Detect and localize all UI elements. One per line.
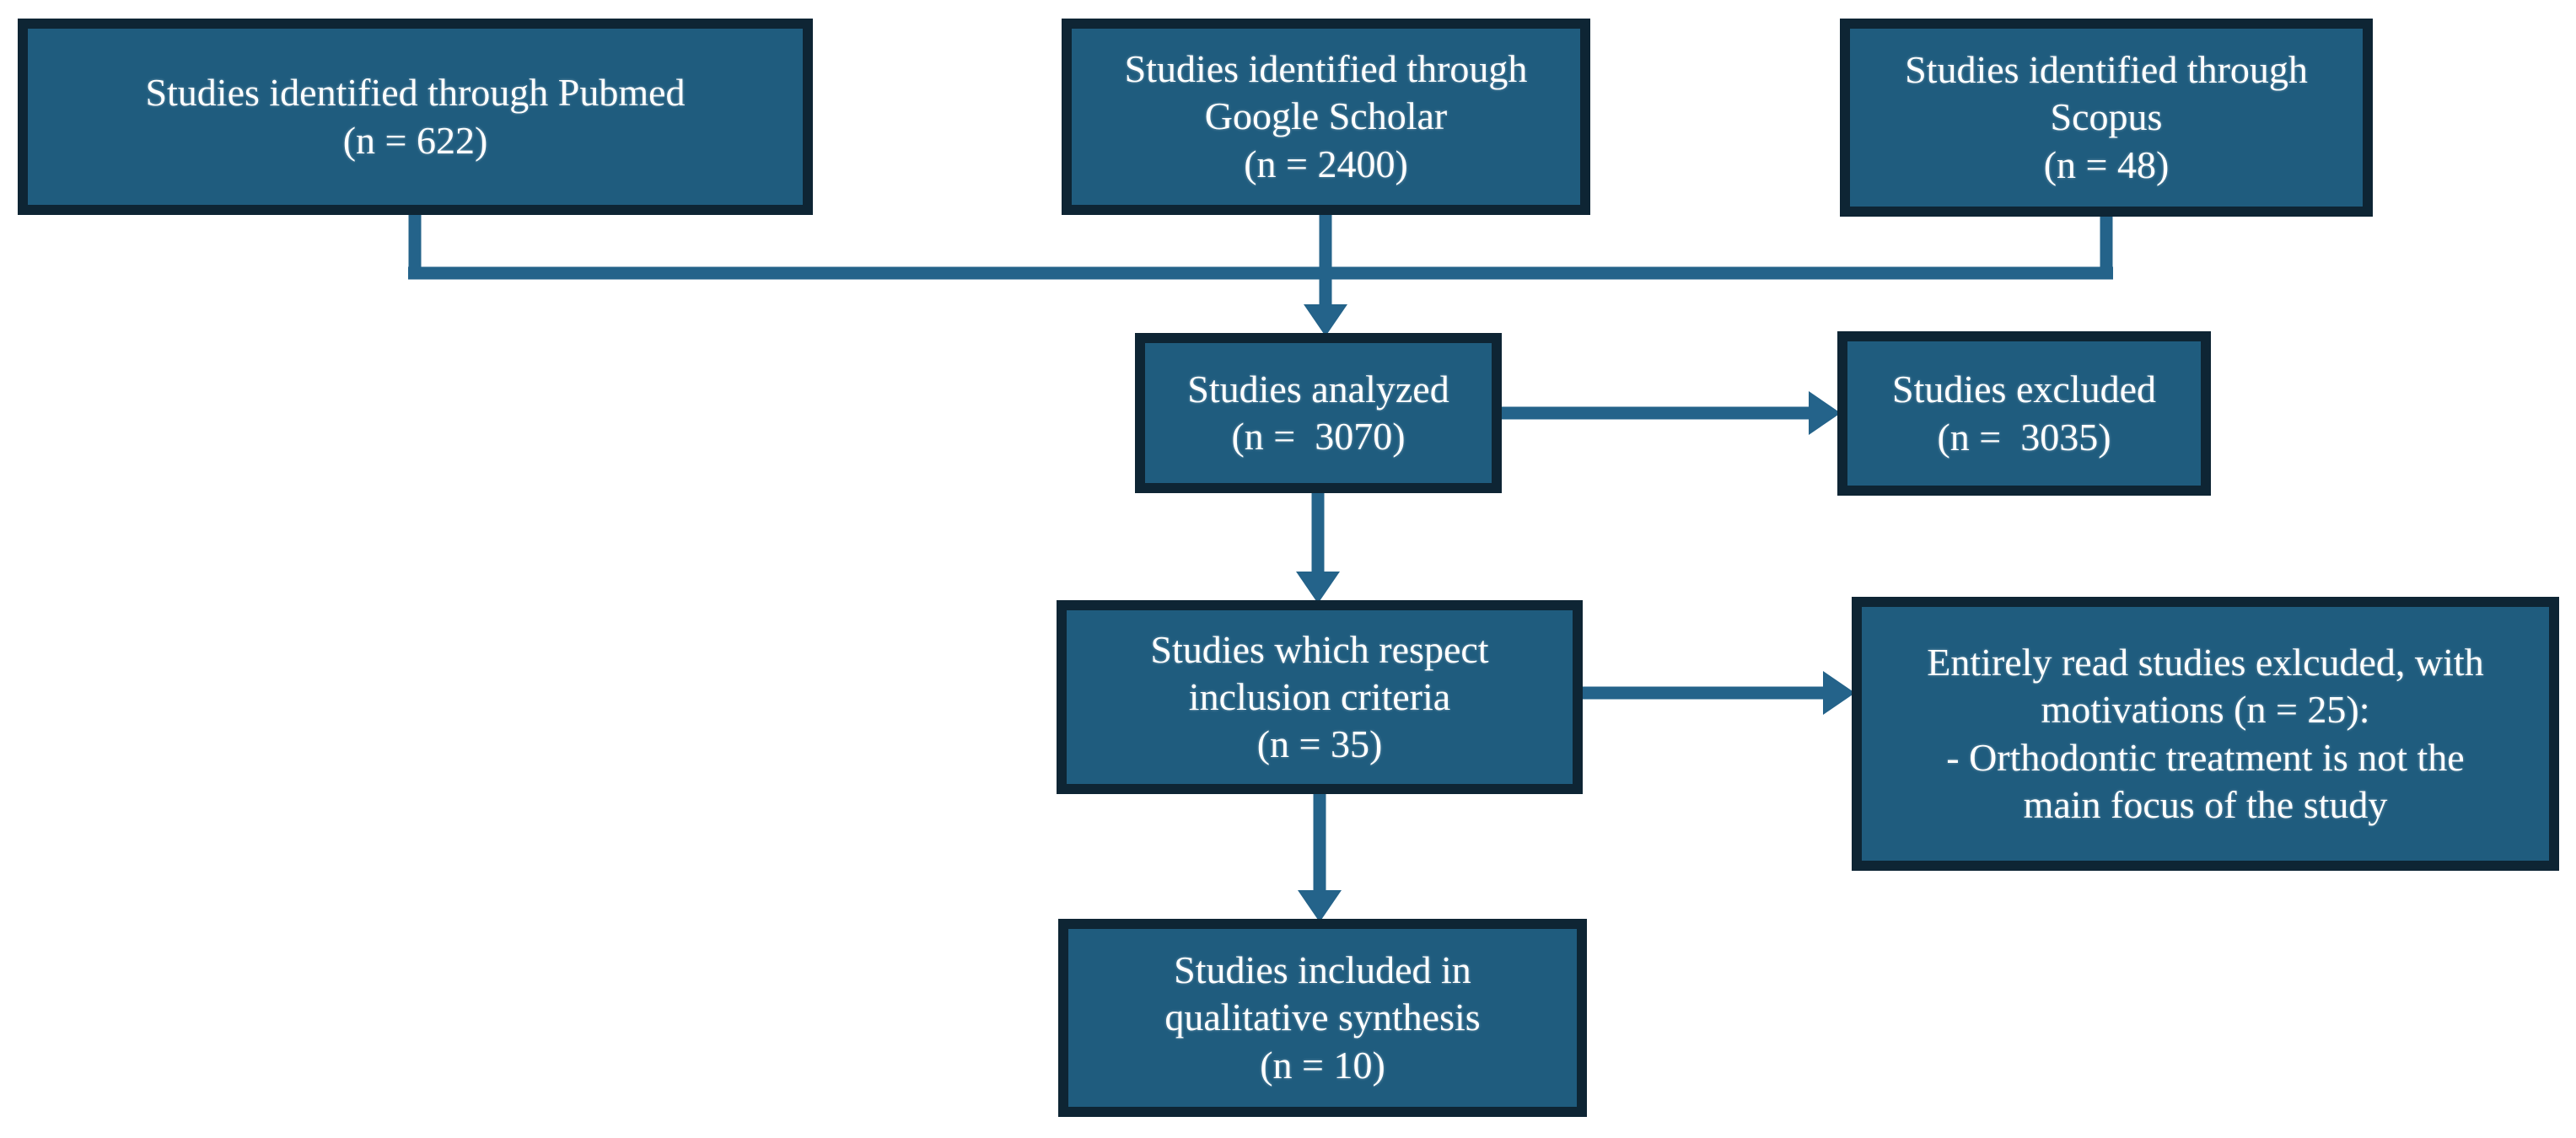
arrowhead-to-motivations <box>1823 671 1855 715</box>
box-scholar-count: (n = 2400) <box>1244 142 1408 185</box>
box-analyzed-count: (n = 3070) <box>1231 415 1406 458</box>
box-excluded-count: (n = 3035) <box>1937 415 2111 459</box>
box-studies-excluded: Studies excluded (n = 3035) <box>1837 331 2211 496</box>
box-entirely-read-studies-excluded: Entirely read studies exlcuded, with mot… <box>1852 597 2559 871</box>
box-included-label: Studies included in qualitative synthesi… <box>1164 948 1481 1039</box>
box-studies-identified-scopus: Studies identified through Scopus (n = 4… <box>1840 19 2373 217</box>
arrowhead-to-included <box>1298 890 1342 922</box>
box-excluded-label: Studies excluded <box>1892 368 2156 411</box>
box-inclusion-count: (n = 35) <box>1256 722 1383 766</box>
box-motivations-text: Entirely read studies exlcuded, with mot… <box>1927 641 2484 826</box>
box-studies-identified-google-scholar: Studies identified through Google Schola… <box>1062 19 1590 215</box>
arrowhead-to-inclusion <box>1296 572 1340 604</box>
box-pubmed-count: (n = 622) <box>342 118 488 162</box>
box-scholar-label: Studies identified through Google Schola… <box>1124 47 1528 138</box>
box-studies-included-qualitative-synthesis: Studies included in qualitative synthesi… <box>1058 919 1587 1117</box>
box-included-count: (n = 10) <box>1260 1043 1385 1087</box>
box-analyzed-label: Studies analyzed <box>1187 367 1449 411</box>
box-inclusion-label: Studies which respect inclusion criteria <box>1150 627 1489 718</box>
box-studies-analyzed: Studies analyzed (n = 3070) <box>1135 333 1502 493</box>
arrowhead-to-analyzed <box>1304 304 1347 336</box>
box-studies-inclusion-criteria: Studies which respect inclusion criteria… <box>1057 600 1583 794</box>
box-scopus-label: Studies identified through Scopus <box>1905 48 2308 139</box>
box-studies-identified-pubmed: Studies identified through Pubmed (n = 6… <box>18 19 813 215</box>
box-pubmed-label: Studies identified through Pubmed <box>145 71 686 115</box>
arrowhead-to-excluded <box>1809 391 1841 435</box>
box-scopus-count: (n = 48) <box>2043 142 2170 186</box>
